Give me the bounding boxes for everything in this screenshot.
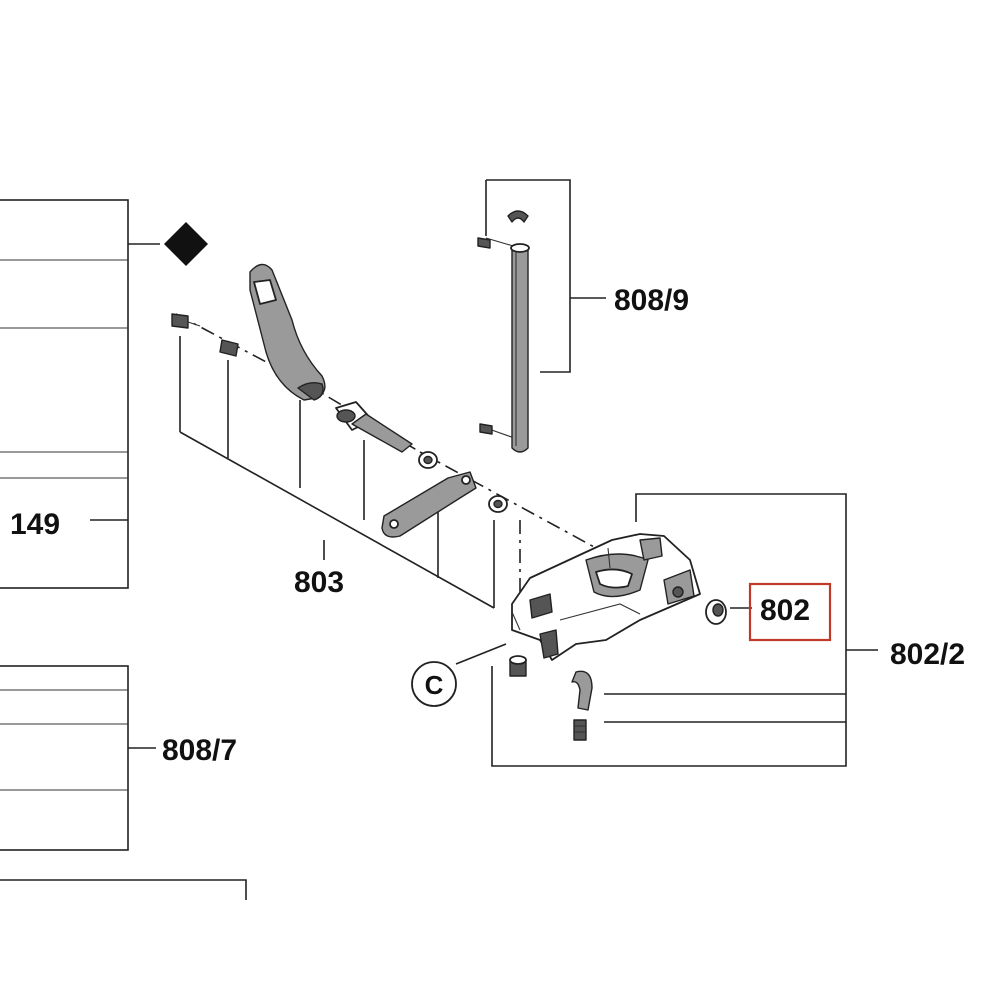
- bracket-802-2: [455, 493, 878, 767]
- left-box-upper: [0, 199, 160, 589]
- bracket-803: [179, 336, 495, 609]
- highlight-box-802: [748, 582, 832, 642]
- handle-lever: [249, 263, 326, 401]
- column-rod: [510, 243, 530, 453]
- screw-left-1: [171, 313, 201, 329]
- clamp-housing: [511, 533, 701, 661]
- small-cylinder: [509, 655, 527, 677]
- spring-clip: [571, 670, 593, 711]
- screw-left-2: [219, 339, 239, 357]
- callout-808-9: 808/9: [614, 284, 689, 317]
- diamond-marker-icon: [164, 222, 208, 266]
- detail-callout-c: C: [411, 661, 457, 707]
- washer-2: [488, 495, 508, 513]
- pin-rod: [335, 401, 413, 453]
- callout-802: 802: [760, 594, 810, 627]
- retaining-clip-top: [507, 210, 529, 223]
- bushing: [705, 599, 727, 625]
- screw-bottom: [573, 719, 587, 741]
- left-box-lower: [0, 665, 247, 900]
- callout-802-2: 802/2: [890, 638, 965, 671]
- washer-1: [418, 451, 438, 469]
- detail-c-label: C: [425, 670, 444, 700]
- small-screw-mid: [479, 423, 493, 435]
- bracket-808-9: [485, 179, 606, 441]
- callout-808-7: 808/7: [162, 734, 237, 767]
- small-screw-top: [477, 237, 491, 249]
- callout-149: 149: [10, 508, 60, 541]
- callout-803: 803: [294, 566, 344, 599]
- link-plate: [381, 471, 477, 538]
